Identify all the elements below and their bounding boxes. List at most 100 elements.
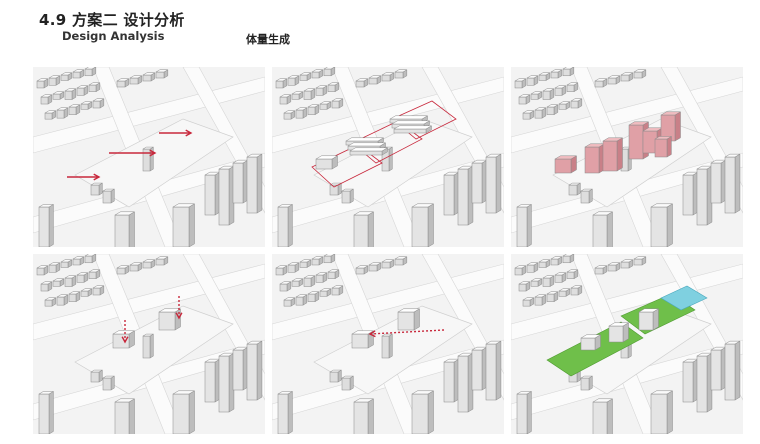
context-building (308, 292, 319, 302)
context-building (53, 279, 64, 287)
context-building (276, 266, 287, 275)
page-subtitle: Design Analysis (62, 29, 164, 43)
panel-2-outlined-slabs (272, 67, 504, 247)
context-building (342, 189, 353, 203)
slab (350, 148, 388, 155)
context-tower (219, 353, 234, 412)
context-building (356, 266, 368, 274)
context-building (57, 295, 68, 305)
context-building (328, 270, 339, 279)
context-building (515, 266, 526, 275)
mass-volume (585, 144, 605, 173)
context-building (280, 95, 291, 104)
context-building (320, 289, 331, 297)
city-model-svg (511, 67, 743, 247)
mass-volume (655, 136, 671, 157)
context-building (395, 70, 407, 78)
context-tower (233, 160, 248, 203)
context-building (41, 282, 52, 291)
section-label: 体量生成 (246, 31, 290, 47)
context-building (332, 286, 343, 295)
panel-1-site-arrows (33, 67, 265, 247)
city-model-svg (511, 254, 743, 434)
context-building (312, 257, 323, 265)
context-tower (486, 154, 501, 213)
mass-volume (609, 323, 629, 342)
context-building (45, 298, 56, 306)
context-building (527, 263, 538, 272)
context-building (143, 334, 153, 358)
context-tower (205, 172, 220, 215)
context-tower (412, 391, 434, 434)
context-tower (697, 353, 712, 412)
context-building (523, 298, 534, 306)
slab (394, 126, 432, 133)
context-tower (651, 391, 673, 434)
context-building (547, 105, 558, 115)
mass-volume (603, 138, 623, 171)
context-building (91, 370, 102, 382)
context-tower (711, 347, 726, 390)
context-tower (444, 359, 459, 402)
context-building (608, 76, 620, 84)
context-tower (233, 347, 248, 390)
context-building (73, 70, 84, 78)
page-title: 4.9 方案二 设计分析 (39, 9, 185, 30)
context-tower (278, 391, 292, 434)
context-building (324, 254, 335, 263)
context-building (304, 89, 315, 100)
context-building (65, 276, 76, 287)
context-building (130, 76, 142, 84)
context-building (551, 257, 562, 265)
mass-volume (639, 309, 659, 330)
context-building (567, 270, 578, 279)
context-building (288, 263, 299, 272)
context-building (523, 111, 534, 119)
context-building (539, 260, 550, 268)
context-building (571, 286, 582, 295)
context-building (300, 260, 311, 268)
context-building (37, 266, 48, 275)
context-tower (486, 341, 501, 400)
context-building (81, 289, 92, 297)
context-tower (412, 204, 434, 247)
context-tower (278, 204, 292, 247)
context-building (61, 73, 72, 81)
context-building (581, 376, 592, 390)
context-building (621, 260, 633, 268)
context-building (519, 282, 530, 291)
context-building (89, 270, 100, 279)
context-building (324, 67, 335, 76)
context-tower (683, 359, 698, 402)
context-tower (247, 154, 262, 213)
context-building (369, 76, 381, 84)
context-building (117, 266, 129, 274)
city-model-svg (33, 254, 265, 434)
context-tower (205, 359, 220, 402)
context-building (559, 102, 570, 110)
mass-volume (555, 156, 577, 173)
context-tower (472, 347, 487, 390)
context-building (69, 292, 80, 302)
context-tower (711, 160, 726, 203)
context-tower (444, 172, 459, 215)
context-building (527, 76, 538, 85)
context-building (103, 376, 114, 390)
context-building (288, 76, 299, 85)
context-building (559, 289, 570, 297)
context-building (382, 260, 394, 268)
context-building (356, 79, 368, 87)
context-building (49, 76, 60, 85)
context-tower (354, 212, 374, 247)
city-model-svg (272, 254, 504, 434)
context-building (634, 257, 646, 265)
context-tower (517, 391, 531, 434)
mass-volume (398, 309, 420, 330)
context-tower (115, 212, 135, 247)
context-building (316, 273, 327, 283)
context-building (563, 254, 574, 263)
context-tower (593, 212, 613, 247)
context-building (308, 105, 319, 115)
context-building (316, 86, 327, 96)
city-model-svg (272, 67, 504, 247)
